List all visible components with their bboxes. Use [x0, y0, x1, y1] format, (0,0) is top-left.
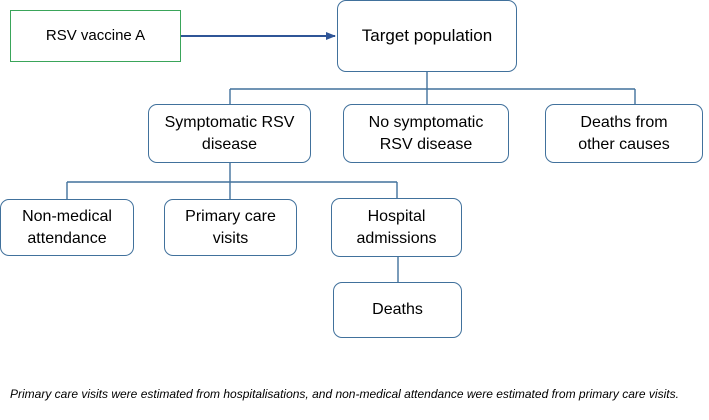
non-medical-attendance-label: Non-medical attendance — [22, 207, 112, 247]
target-population-label: Target population — [361, 26, 493, 45]
target-branch-connector — [229, 72, 636, 104]
no-symptomatic-disease-node: No symptomatic RSV disease — [343, 104, 509, 163]
target-population-node: Target population — [337, 0, 517, 72]
non-medical-attendance-node: Non-medical attendance — [0, 199, 134, 256]
symptomatic-disease-node: Symptomatic RSV disease — [148, 104, 311, 163]
other-deaths-label: Deaths from other causes — [578, 113, 670, 153]
symptomatic-branch-connector — [66, 163, 398, 199]
other-deaths-node: Deaths from other causes — [545, 104, 703, 163]
vaccine-node-label: RSV vaccine A — [45, 27, 146, 44]
symptomatic-disease-label: Symptomatic RSV disease — [164, 113, 295, 153]
footnote: Primary care visits were estimated from … — [10, 387, 679, 401]
deaths-label: Deaths — [372, 301, 423, 318]
vaccine-node: RSV vaccine A — [10, 10, 181, 62]
primary-care-node: Primary care visits — [164, 199, 297, 256]
no-symptomatic-disease-label: No symptomatic RSV disease — [368, 113, 484, 153]
primary-care-label: Primary care visits — [185, 207, 276, 247]
hospital-admissions-node: Hospital admissions — [331, 198, 462, 257]
hospital-admissions-label: Hospital admissions — [356, 207, 437, 247]
deaths-node: Deaths — [333, 282, 462, 338]
